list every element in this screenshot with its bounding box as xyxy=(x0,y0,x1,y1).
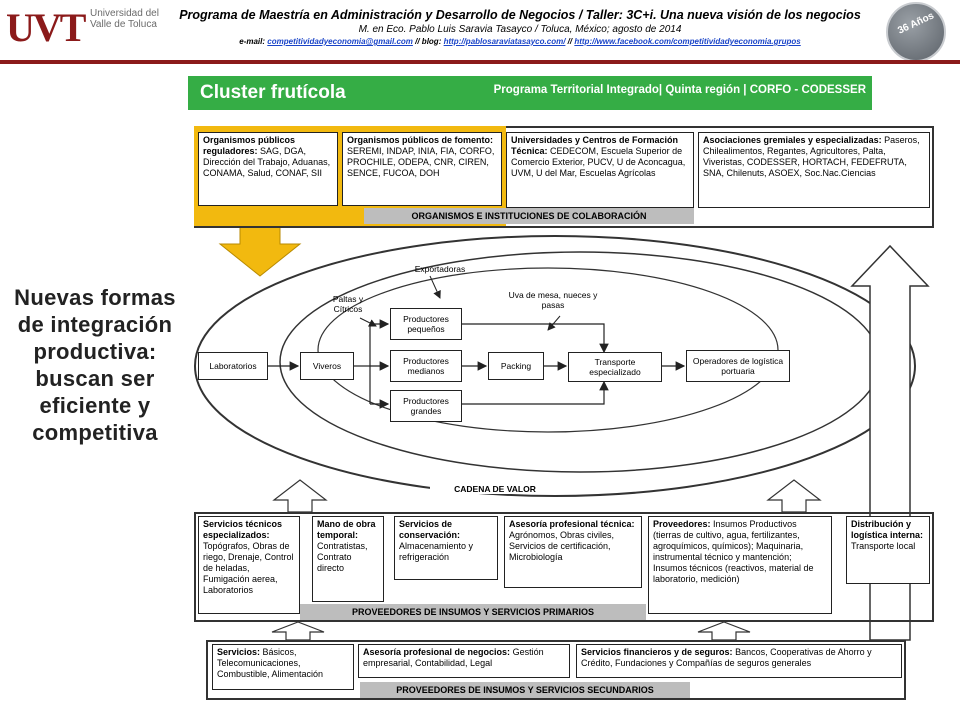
box-body: Topógrafos, Obras de riego, Drenaje, Con… xyxy=(203,541,294,595)
secondary-suppliers-band: PROVEEDORES DE INSUMOS Y SERVICIOS SECUN… xyxy=(360,682,690,698)
primary-suppliers-frame xyxy=(194,512,934,622)
box-title: Distribución y logística interna: xyxy=(851,519,924,540)
box-title: Universidades y Centros de Formación Téc… xyxy=(511,135,679,156)
box-body: Almacenamiento y refrigeración xyxy=(399,541,474,562)
box-title: Mano de obra temporal: xyxy=(317,519,376,540)
exportadoras-label: Exportadoras xyxy=(414,264,466,274)
box-body: Contratistas, Contrato directo xyxy=(317,541,368,573)
promotion-bodies-box: Organismos públicos de fomento: SEREMI, … xyxy=(342,132,502,206)
author-line: M. en Eco. Pablo Luis Saravia Tasayco / … xyxy=(358,24,682,35)
box-title: Servicios de conservación: xyxy=(399,519,461,540)
regulatory-bodies-box: Organismos públicos reguladores: SAG, DG… xyxy=(198,132,338,206)
facebook-link[interactable]: http://www.facebook.com/competitividadye… xyxy=(574,37,801,46)
operadores-node: Operadores de logística portuaria xyxy=(686,350,790,382)
box-body: SAG, DGA, Dirección del Trabajo, Aduanas… xyxy=(203,146,331,178)
blog-label: // blog: xyxy=(415,37,442,46)
box-body: CEDECOM, Escuela Superior de Comercio Ex… xyxy=(511,146,686,178)
primary-up-arrow-right xyxy=(766,479,822,513)
box-body: Bancos, Cooperativas de Ahorro y Crédito… xyxy=(581,647,872,668)
temporary-labour-box: Mano de obra temporal: Contratistas, Con… xyxy=(312,516,384,602)
separator: // xyxy=(567,37,573,46)
paltas-label: Paltas y Cítricos xyxy=(332,294,364,314)
banner-title: Cluster frutícola xyxy=(200,82,346,103)
contact-line: e-mail: competitividadyeconomia@gmail.co… xyxy=(168,36,872,47)
email-label: e-mail: xyxy=(239,37,266,46)
box-title: Organismos públicos de fomento: xyxy=(347,135,494,145)
header-divider xyxy=(0,60,960,64)
slide-title: Nuevas formas de integración productiva:… xyxy=(14,285,176,445)
box-title: Organismos públicos reguladores: xyxy=(203,135,296,156)
trade-associations-box: Asociaciones gremiales y especializadas:… xyxy=(698,132,930,208)
uva-label: Uva de mesa, nueces y pasas xyxy=(508,290,598,310)
box-body: Básicos, Telecomunicaciones, Combustible… xyxy=(217,647,324,679)
box-body: SEREMI, INDAP, INIA, FIA, CORFO, PROCHIL… xyxy=(347,146,495,178)
box-title: Servicios financieros y de seguros: xyxy=(581,647,733,657)
productores-medianos-node: Productores medianos xyxy=(390,350,462,382)
primary-up-arrow-left xyxy=(272,479,328,513)
box-title: Servicios: xyxy=(217,647,261,657)
transporte-node: Transporte especializado xyxy=(568,352,662,382)
header-text: Programa de Maestría en Administración y… xyxy=(168,8,872,47)
productores-pequenos-node: Productores pequeños xyxy=(390,308,462,340)
basic-services-box: Servicios: Básicos, Telecomunicaciones, … xyxy=(212,644,354,690)
box-title: Asociaciones gremiales y especializadas: xyxy=(703,135,882,145)
header xyxy=(0,0,960,60)
productores-grandes-node: Productores grandes xyxy=(390,390,462,422)
box-body: Transporte local xyxy=(851,541,916,551)
input-suppliers-box: Proveedores: Insumos Productivos (tierra… xyxy=(648,516,832,614)
technical-consulting-box: Asesoría profesional técnica: Agrónomos,… xyxy=(504,516,642,588)
packing-node: Packing xyxy=(488,352,544,380)
primary-suppliers-band: PROVEEDORES DE INSUMOS Y SERVICIOS PRIMA… xyxy=(300,604,646,620)
box-title: Servicios técnicos especializados: xyxy=(203,519,283,540)
secondary-up-arrow-left xyxy=(271,621,325,641)
box-title: Asesoría profesional técnica: xyxy=(509,519,635,529)
cadena-de-valor-label: CADENA DE VALOR xyxy=(430,484,560,494)
anniversary-badge xyxy=(886,2,946,62)
financial-services-box: Servicios financieros y de seguros: Banc… xyxy=(576,644,902,678)
email-link[interactable]: competitividadyeconomia@gmail.com xyxy=(267,37,413,46)
box-title: Asesoría profesional de negocios: xyxy=(363,647,511,657)
university-name: Universidad del Valle de Toluca xyxy=(90,8,159,30)
banner-subtitle: Programa Territorial Integrado| Quinta r… xyxy=(493,84,866,96)
outer-value-chain-ellipse xyxy=(194,235,916,497)
program-title: Programa de Maestría en Administración y… xyxy=(179,8,861,22)
technical-services-box: Servicios técnicos especializados: Topóg… xyxy=(198,516,300,614)
secondary-suppliers-frame xyxy=(206,640,906,700)
viveros-node: Viveros xyxy=(300,352,354,380)
cluster-banner xyxy=(188,76,872,110)
secondary-up-arrow-right xyxy=(697,621,751,641)
business-consulting-box: Asesoría profesional de negocios: Gestió… xyxy=(358,644,570,678)
internal-logistics-box: Distribución y logística interna: Transp… xyxy=(846,516,930,584)
collaboration-band: ORGANISMOS E INSTITUCIONES DE COLABORACI… xyxy=(364,208,694,224)
laboratorios-node: Laboratorios xyxy=(198,352,268,380)
conservation-services-box: Servicios de conservación: Almacenamient… xyxy=(394,516,498,580)
box-body: Paseros, Chilealimentos, Regantes, Agric… xyxy=(703,135,920,178)
box-body: Agrónomos, Obras civiles, Servicios de c… xyxy=(509,530,615,562)
blog-link[interactable]: http://pablosaraviatasayco.com/ xyxy=(443,37,566,46)
box-body: Insumos Productivos (tierras de cultivo,… xyxy=(653,519,814,584)
university-logo[interactable]: UVT xyxy=(6,5,86,50)
universities-box: Universidades y Centros de Formación Téc… xyxy=(506,132,694,208)
box-title: Proveedores: xyxy=(653,519,711,529)
box-body: Gestión empresarial, Contabilidad, Legal xyxy=(363,647,544,668)
